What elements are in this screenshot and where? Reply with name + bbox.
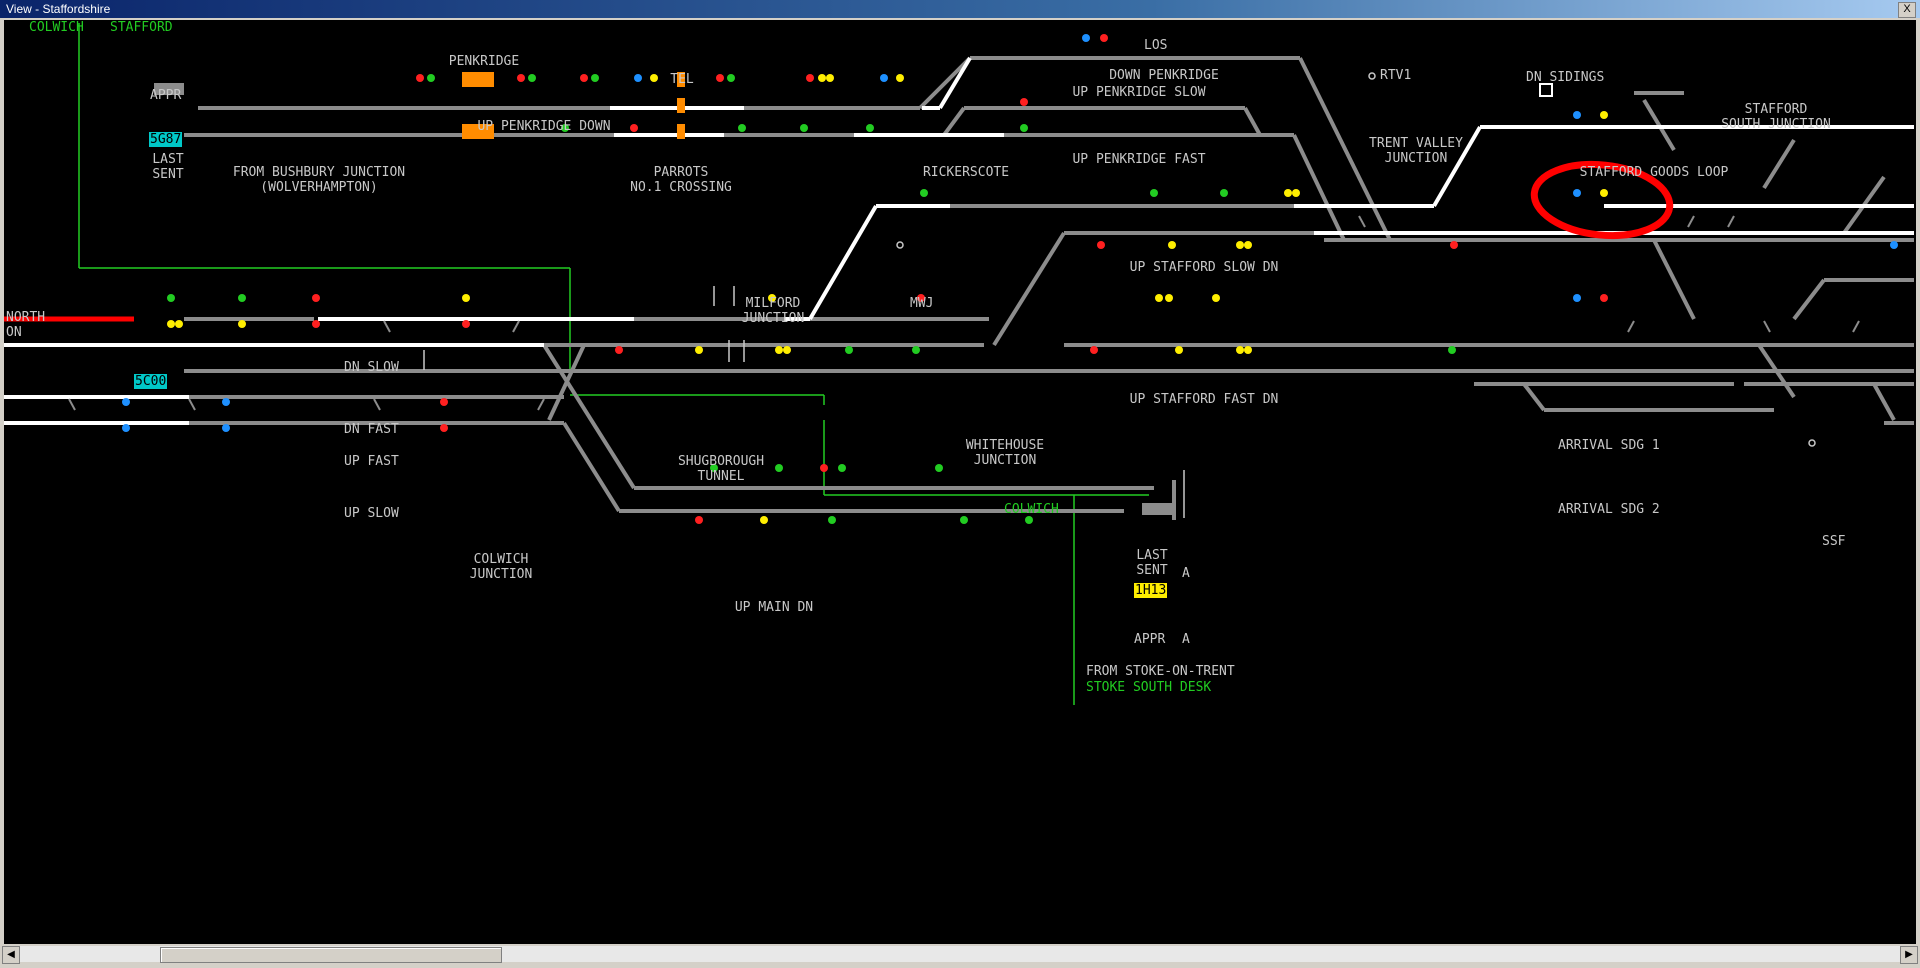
route-indicators bbox=[423, 286, 1185, 518]
status-rings bbox=[896, 72, 1816, 447]
label-up-fast: UP FAST bbox=[344, 454, 399, 469]
label-rtv1: RTV1 bbox=[1380, 68, 1412, 83]
scroll-left-icon[interactable]: ◀ bbox=[2, 946, 20, 964]
label-colwich-mid: COLWICH bbox=[1004, 502, 1059, 517]
label-a-2: A bbox=[1182, 632, 1190, 647]
label-up-penkridge-slow: UP PENKRIDGE SLOW bbox=[1072, 85, 1206, 100]
label-from-bushbury: FROM BUSHBURY JUNCTION (WOLVERHAMPTON) bbox=[232, 165, 406, 195]
label-up-main-dn: UP MAIN DN bbox=[734, 600, 814, 615]
label-goods-loop: STAFFORD GOODS LOOP bbox=[1579, 165, 1729, 180]
label-colwich-top: COLWICH bbox=[29, 20, 84, 35]
scroll-right-icon[interactable]: ▶ bbox=[1900, 946, 1918, 964]
track-diagram: COLWICH STAFFORD PENKRIDGE APPR LAST SEN… bbox=[4, 20, 1916, 944]
label-los: LOS bbox=[1144, 38, 1168, 53]
label-mwj: MWJ bbox=[910, 296, 934, 311]
berth-stubs bbox=[154, 83, 1172, 515]
window-title: View - Staffordshire bbox=[6, 2, 111, 16]
close-button[interactable]: X bbox=[1898, 2, 1916, 18]
label-appr-1: APPR bbox=[150, 88, 182, 103]
sidings-marker[interactable] bbox=[1539, 83, 1553, 97]
label-milford: MILFORD JUNCTION bbox=[741, 296, 805, 326]
train-berth[interactable]: 1H13 bbox=[1134, 583, 1168, 598]
label-stafford-south: STAFFORD SOUTH JUNCTION bbox=[1721, 102, 1831, 132]
label-from-stoke: FROM STOKE-ON-TRENT bbox=[1086, 664, 1235, 679]
track-layout-svg bbox=[4, 23, 1914, 705]
label-arrival-1: ARRIVAL SDG 1 bbox=[1558, 438, 1660, 453]
label-up-penkridge-down: UP PENKRIDGE DOWN bbox=[477, 119, 611, 134]
label-colwich-junction: COLWICH JUNCTION bbox=[469, 552, 533, 582]
level-crossings bbox=[462, 72, 685, 139]
label-dn-fast: DN FAST bbox=[344, 422, 399, 437]
label-shugborough: SHUGBOROUGH TUNNEL bbox=[677, 454, 765, 484]
label-rickerscote: RICKERSCOTE bbox=[922, 165, 1010, 180]
label-last-sent-2: LAST SENT bbox=[1136, 548, 1168, 578]
label-arrival-2: ARRIVAL SDG 2 bbox=[1558, 502, 1660, 517]
label-tel: TEL bbox=[670, 72, 694, 87]
label-up-stafford-slow: UP STAFFORD SLOW DN bbox=[1129, 260, 1279, 275]
train-berth[interactable]: 5C00 bbox=[134, 374, 168, 389]
label-dn-slow: DN SLOW bbox=[344, 360, 399, 375]
scrollbar-thumb[interactable] bbox=[160, 947, 502, 963]
label-whitehouse: WHITEHOUSE JUNCTION bbox=[965, 438, 1045, 468]
train-berth[interactable]: 5G87 bbox=[149, 132, 183, 147]
label-parrots: PARROTS NO.1 CROSSING bbox=[630, 165, 732, 195]
label-up-stafford-fast: UP STAFFORD FAST DN bbox=[1129, 392, 1279, 407]
label-up-slow: UP SLOW bbox=[344, 506, 399, 521]
label-trent-valley: TRENT VALLEY JUNCTION bbox=[1369, 136, 1463, 166]
red-annotation-circle bbox=[1530, 160, 1674, 240]
label-stoke-desk: STOKE SOUTH DESK bbox=[1086, 680, 1212, 695]
label-ssf: SSF bbox=[1822, 534, 1846, 549]
label-stafford-top: STAFFORD bbox=[110, 20, 173, 35]
label-appr-2: APPR bbox=[1134, 632, 1166, 647]
label-penkridge: PENKRIDGE bbox=[448, 54, 520, 69]
label-a-1: A bbox=[1182, 566, 1190, 581]
label-last-sent-1: LAST SENT bbox=[152, 152, 184, 182]
title-bar: View - Staffordshire X bbox=[0, 0, 1920, 18]
label-down-penkridge: DOWN PENKRIDGE bbox=[1109, 68, 1219, 83]
label-dn-sidings: DN SIDINGS bbox=[1526, 70, 1605, 85]
label-up-penkridge-fast: UP PENKRIDGE FAST bbox=[1072, 152, 1206, 167]
point-ticks bbox=[68, 215, 1860, 411]
horizontal-scrollbar[interactable]: ◀ ▶ bbox=[0, 944, 1920, 964]
link-lines bbox=[78, 23, 1149, 705]
signals[interactable] bbox=[122, 34, 1898, 524]
label-north-on: NORTH ON bbox=[6, 310, 46, 340]
